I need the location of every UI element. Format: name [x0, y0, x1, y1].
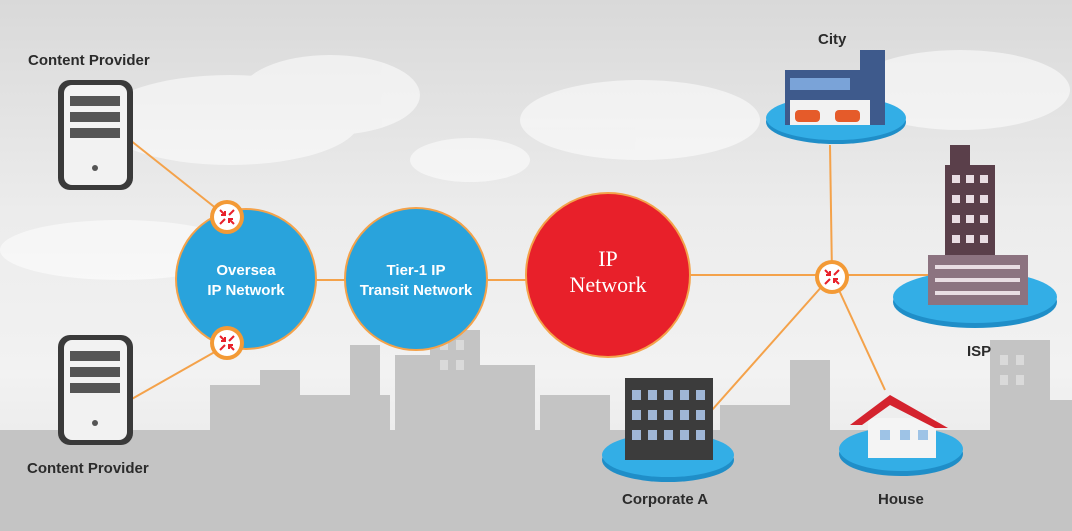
- connection-lines: [129, 139, 930, 411]
- ip-network: IP Network: [525, 192, 691, 358]
- router-icon-oversea-bottom: [210, 326, 244, 360]
- oversea-line1: Oversea: [216, 262, 276, 279]
- ip-network-line2: Network: [570, 272, 647, 297]
- tier1-line1: Tier-1 IP: [387, 262, 446, 279]
- tier1-line2: Transit Network: [360, 282, 473, 299]
- background-skyline: [0, 330, 1072, 531]
- city-label: City: [818, 31, 847, 48]
- isp-building-icon: [893, 145, 1057, 328]
- house-icon: [839, 395, 963, 476]
- router-icon-oversea-top: [210, 200, 244, 234]
- router-icon-hub: [815, 260, 849, 294]
- city-building-icon: [766, 50, 906, 144]
- content-provider-top-server: [58, 80, 133, 190]
- tier1-transit-network: Tier-1 IP Transit Network: [344, 207, 488, 351]
- oversea-ip-network: Oversea IP Network: [175, 208, 317, 350]
- isp-label: ISP: [967, 343, 992, 360]
- content-provider-top-label: Content Provider: [28, 52, 150, 69]
- content-provider-bottom-label: Content Provider: [27, 460, 149, 477]
- oversea-line2: IP Network: [207, 282, 285, 299]
- ip-network-line1: IP: [598, 246, 618, 271]
- house-label: House: [878, 491, 924, 508]
- corporate-building-icon: [602, 378, 734, 482]
- corporate-label: Corporate A: [622, 491, 709, 508]
- content-provider-bottom-server: [58, 335, 133, 445]
